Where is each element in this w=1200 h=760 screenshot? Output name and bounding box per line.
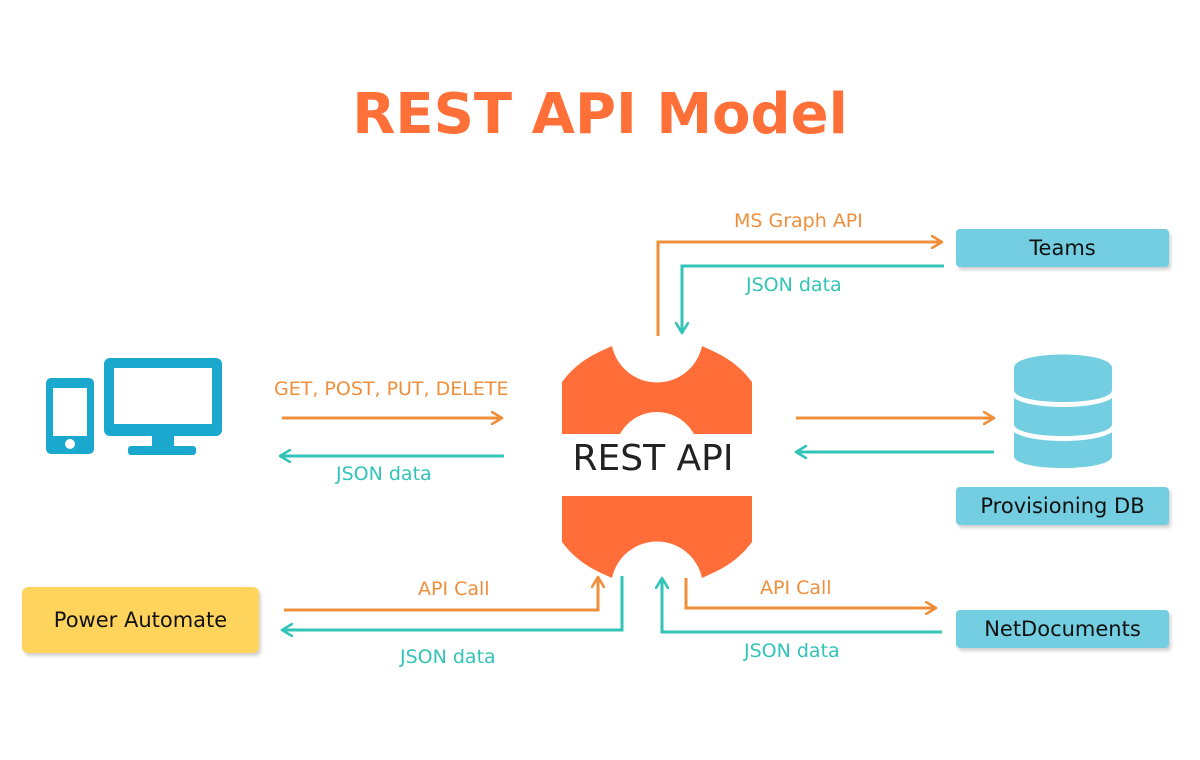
page-title: REST API Model: [352, 82, 848, 147]
teams-response-arrow: [682, 264, 944, 333]
netdocuments-request-arrow: [684, 578, 936, 608]
client-response-label: JSON data: [336, 463, 432, 485]
teams-request-arrow: [656, 242, 942, 336]
provisioning-db-box: Provisioning DB: [956, 487, 1169, 525]
power-automate-request-arrow: [284, 577, 598, 612]
netdocuments-response-label: JSON data: [744, 640, 840, 662]
client-request-label: GET, POST, PUT, DELETE: [274, 378, 509, 400]
gear-icon: [562, 346, 752, 578]
phone-and-monitor-icon: [46, 358, 222, 455]
power-automate-box: Power Automate: [22, 587, 259, 653]
teams-box: Teams: [956, 229, 1169, 267]
power-automate-response-label: JSON data: [400, 646, 496, 668]
netdocuments-request-label: API Call: [760, 577, 832, 599]
power-automate-response-arrow: [282, 576, 624, 630]
netdocuments-response-arrow: [662, 578, 942, 634]
teams-request-label: MS Graph API: [734, 210, 863, 232]
teams-response-label: JSON data: [746, 274, 842, 296]
netdocuments-box: NetDocuments: [956, 610, 1169, 648]
power-automate-request-label: API Call: [418, 578, 490, 600]
database-icon: [1014, 354, 1112, 468]
gear-label-band: [540, 434, 774, 496]
rest-api-label: REST API: [572, 438, 734, 479]
